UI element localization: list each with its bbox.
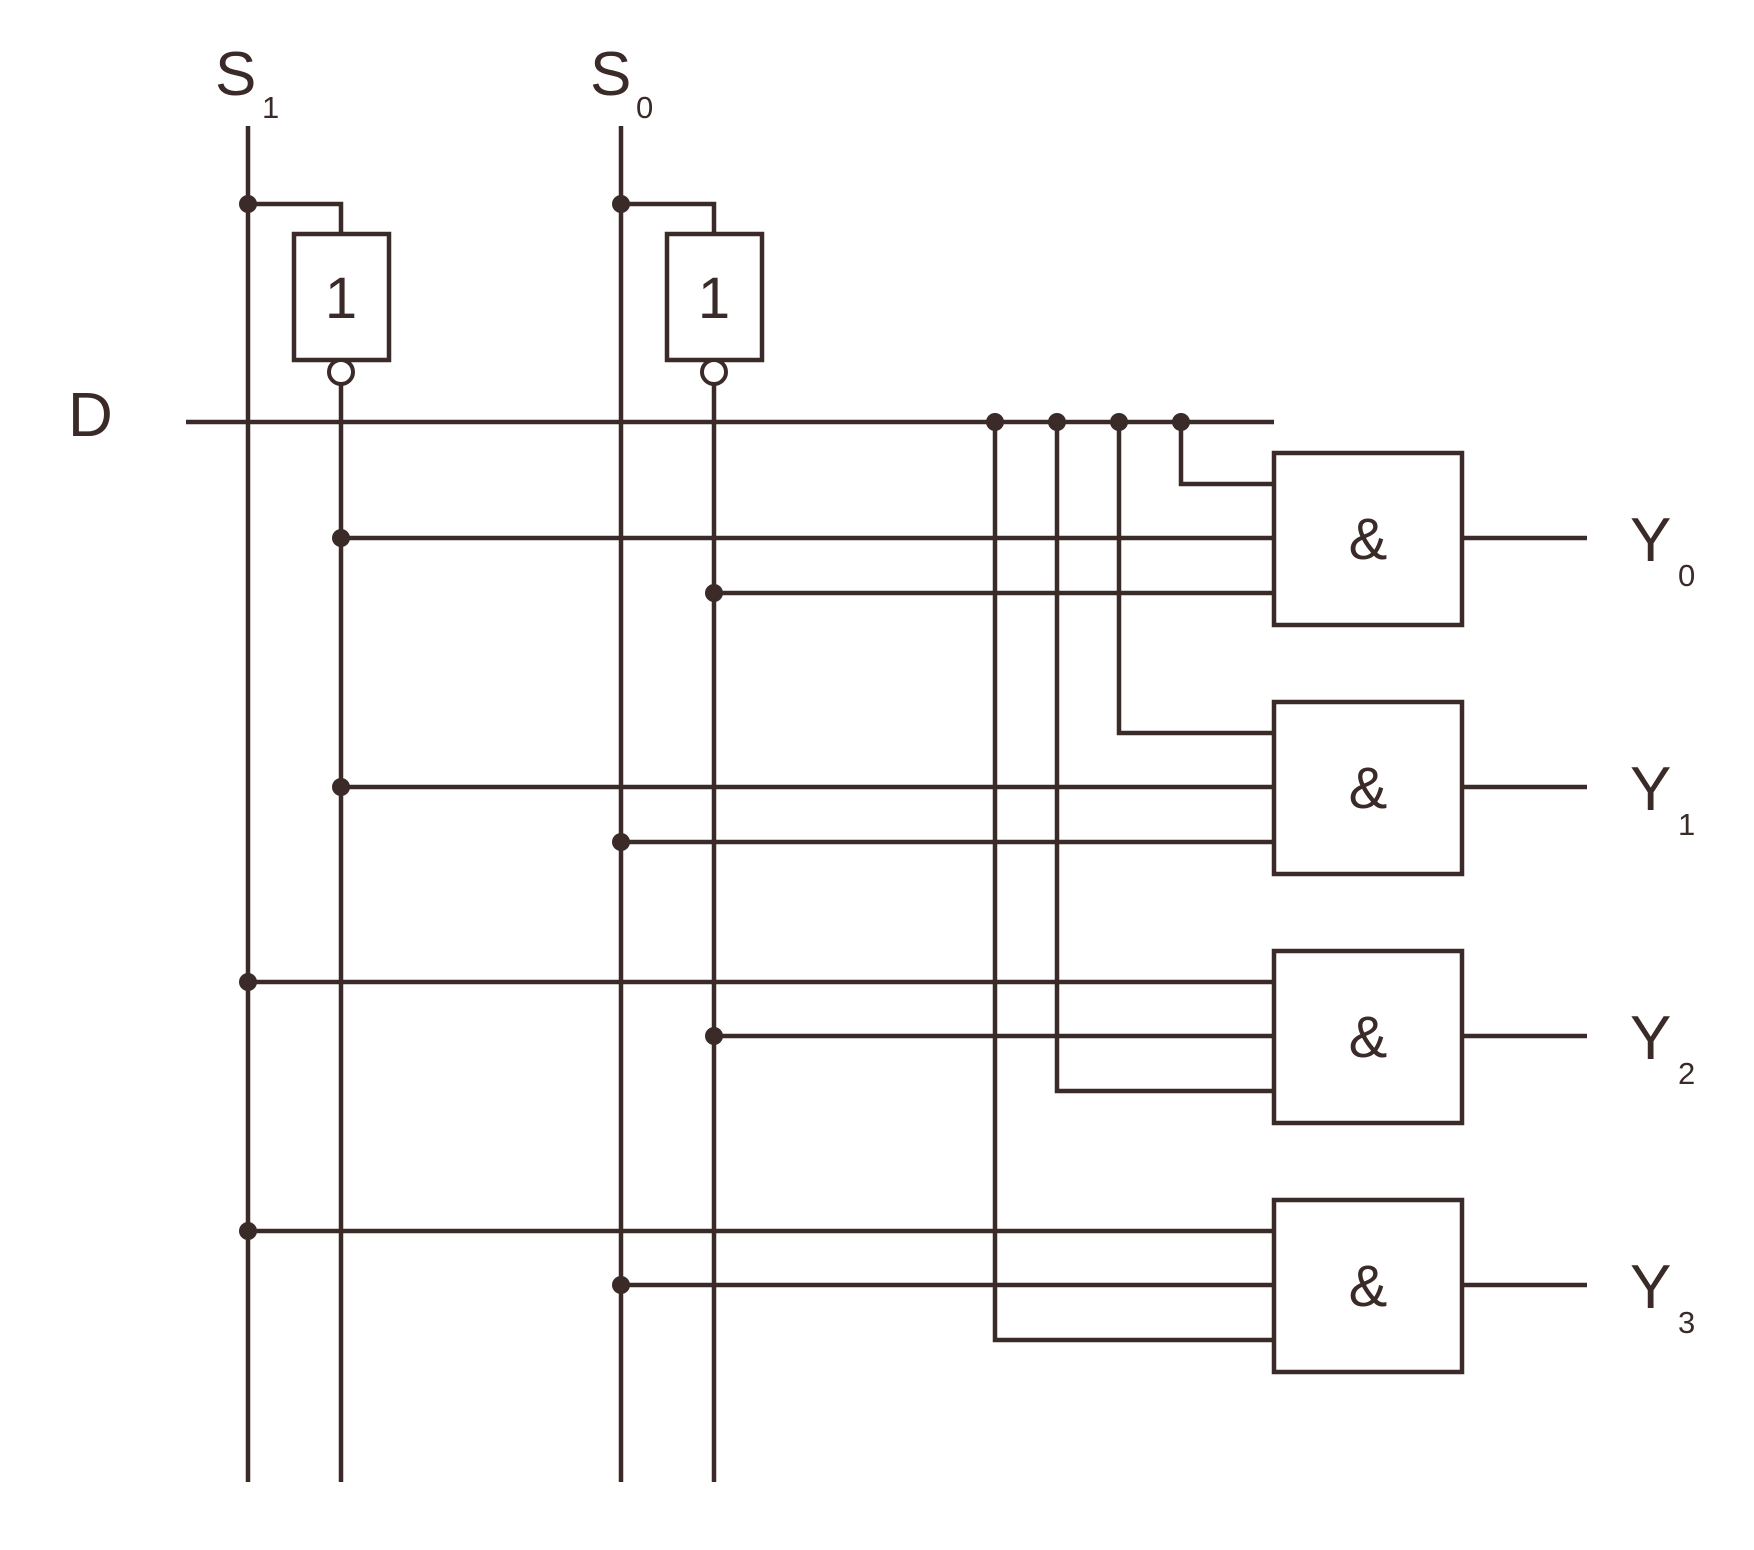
- y3-letter: Y: [1630, 1253, 1671, 1322]
- junction-dot: [1048, 413, 1066, 431]
- junction-dot: [332, 778, 350, 796]
- d-to-gate-y0-wire: [1178, 422, 1274, 487]
- junction-dot: [239, 973, 257, 991]
- junction-dot: [612, 195, 630, 213]
- and-gate-y1: &: [1271, 699, 1465, 877]
- and-gate-y2-symbol: &: [1349, 1005, 1388, 1070]
- d-to-gate-y1-wire: [1116, 422, 1274, 736]
- and-gate-y0: &: [1271, 450, 1465, 628]
- not-gate-s0-inversion-bubble: [700, 358, 728, 386]
- input-label-s1: S 1: [215, 40, 279, 125]
- y2-letter: Y: [1630, 1004, 1671, 1073]
- y3-index: 3: [1678, 1305, 1695, 1340]
- junction-dot: [1110, 413, 1128, 431]
- and-gate-y3: &: [1271, 1197, 1465, 1375]
- y0-index: 0: [1678, 558, 1695, 593]
- junction-dot: [239, 195, 257, 213]
- and-gate-y0-symbol: &: [1349, 507, 1388, 572]
- y1-index: 1: [1678, 807, 1695, 842]
- junction-dot: [239, 1222, 257, 1240]
- junction-dot: [705, 584, 723, 602]
- s1-to-not-wire: [248, 201, 344, 234]
- not-gate-s1-symbol: 1: [325, 266, 357, 331]
- and-gate-y3-body: [1271, 1197, 1465, 1375]
- junction-dot: [986, 413, 1004, 431]
- not-gate-s0-symbol: 1: [698, 266, 730, 331]
- output-label-y0: Y 0: [1630, 506, 1695, 593]
- junctions: [239, 195, 1190, 1294]
- and-gate-y1-symbol: &: [1349, 756, 1388, 821]
- d-to-gate-y2-wire: [1054, 422, 1274, 1094]
- junction-dot: [332, 529, 350, 547]
- y2-index: 2: [1678, 1056, 1695, 1091]
- y1-letter: Y: [1630, 755, 1671, 824]
- output-label-y2: Y 2: [1630, 1004, 1695, 1091]
- junction-dot: [612, 833, 630, 851]
- s1-letter: S: [215, 40, 256, 109]
- and-gate-y2-body: [1271, 948, 1465, 1126]
- and-gate-y3-symbol: &: [1349, 1254, 1388, 1319]
- and-gate-y2: &: [1271, 948, 1465, 1126]
- d-to-gate-y3-wire: [992, 422, 1274, 1343]
- not-gate-s1: 1: [291, 231, 392, 386]
- s1-index: 1: [262, 90, 279, 125]
- not-gate-s0: 1: [664, 231, 765, 386]
- junction-dot: [612, 1276, 630, 1294]
- s0-to-not-wire: [621, 201, 717, 234]
- output-label-y3: Y 3: [1630, 1253, 1695, 1340]
- y0-letter: Y: [1630, 506, 1671, 575]
- not-gate-s1-body: [291, 231, 392, 363]
- and-gate-y1-body: [1271, 699, 1465, 877]
- s0-index: 0: [636, 90, 653, 125]
- input-label-s0: S 0: [590, 40, 653, 125]
- junction-dot: [1172, 413, 1190, 431]
- input-label-d: D: [68, 381, 113, 450]
- output-label-y1: Y 1: [1630, 755, 1695, 842]
- not-gate-s1-inversion-bubble: [327, 358, 355, 386]
- and-gate-y0-body: [1271, 450, 1465, 628]
- s0-letter: S: [590, 40, 631, 109]
- junction-dot: [705, 1027, 723, 1045]
